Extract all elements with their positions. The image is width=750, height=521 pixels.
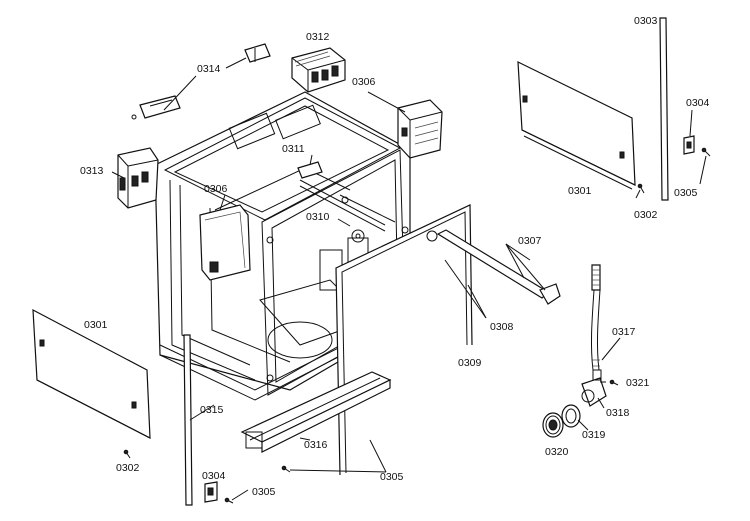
label-0305-right: 0305	[674, 187, 698, 199]
label-0304-left: 0304	[202, 470, 226, 482]
label-0303: 0303	[634, 15, 658, 27]
label-0304-right: 0304	[686, 97, 710, 109]
label-0320: 0320	[545, 446, 569, 458]
label-0318: 0318	[606, 407, 630, 419]
clip-0304-left	[204, 481, 218, 503]
label-0305-left: 0305	[252, 486, 276, 498]
ring-0319	[561, 404, 581, 428]
label-0302-right: 0302	[634, 209, 658, 221]
label-0308: 0308	[490, 321, 514, 333]
part-labels: 0312 0314 0306 0311 0313 0306 0310 0303 …	[80, 15, 710, 498]
label-0310: 0310	[306, 211, 330, 223]
bracket-0314-top	[244, 43, 271, 63]
label-0317: 0317	[612, 326, 636, 338]
label-0306-top: 0306	[352, 76, 376, 88]
screw-0302-right	[637, 183, 645, 194]
clip-0304-right	[683, 135, 695, 155]
side-panel-0301-left	[32, 308, 151, 440]
screw-0305-bottom	[281, 465, 291, 473]
label-0305-bottom: 0305	[380, 471, 404, 483]
label-0319: 0319	[582, 429, 606, 441]
seal-strip-0315	[183, 334, 193, 506]
side-module-0313	[117, 147, 159, 209]
bracket-0314-bottom	[131, 95, 181, 120]
label-0302-left: 0302	[116, 462, 140, 474]
hose-assembly-0317	[590, 264, 601, 371]
label-0306-side: 0306	[204, 183, 228, 195]
screw-0305-right	[701, 147, 711, 157]
label-0301-left: 0301	[84, 319, 108, 331]
cap-0320	[542, 412, 564, 438]
seal-strip-0303	[659, 17, 669, 201]
side-bracket-0306-right	[397, 99, 443, 159]
label-0312: 0312	[306, 31, 330, 43]
top-clip-0311	[297, 161, 323, 179]
control-module-0312	[291, 47, 346, 93]
screw-0305-left	[224, 497, 234, 504]
label-0316: 0316	[304, 439, 328, 451]
label-0313: 0313	[80, 165, 104, 177]
label-0301-right: 0301	[568, 185, 592, 197]
label-0309: 0309	[458, 357, 482, 369]
base-rail-0316	[240, 371, 392, 453]
label-0321: 0321	[626, 377, 650, 389]
side-panel-0301-right	[517, 61, 636, 190]
label-0311: 0311	[282, 143, 305, 155]
label-0314: 0314	[197, 63, 221, 75]
label-0315: 0315	[200, 404, 224, 416]
label-0307: 0307	[518, 235, 542, 247]
door-gasket-0309	[335, 204, 473, 476]
fastener-0310	[339, 194, 396, 243]
leader-lines	[111, 57, 707, 501]
screw-0321	[609, 379, 619, 386]
screw-0302-left	[123, 449, 131, 459]
valve-0318	[581, 369, 607, 407]
side-bracket-0306-left	[199, 204, 251, 281]
spray-arm-0307	[426, 229, 561, 305]
